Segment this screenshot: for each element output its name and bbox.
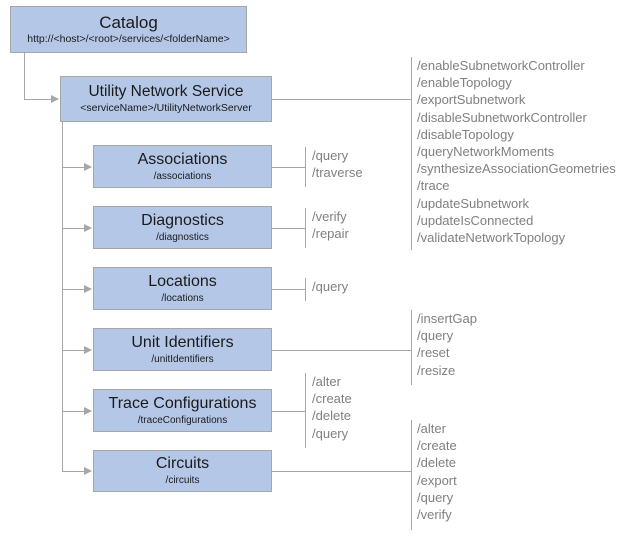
operation-item[interactable]: /enableSubnetworkController xyxy=(417,58,585,73)
operation-item[interactable]: /updateIsConnected xyxy=(417,212,534,228)
operation-item[interactable]: /insertGap xyxy=(417,311,477,326)
operation-bar-trace-configurations xyxy=(305,373,306,448)
operation-item[interactable]: /alter xyxy=(312,374,341,389)
operation-item[interactable]: /disableSubnetworkController xyxy=(417,109,587,125)
operations-list-trace-configurations[interactable]: /alter/create/delete/query xyxy=(312,373,352,442)
operation-item[interactable]: /exportSubnetwork xyxy=(417,92,526,108)
node-diagnostics[interactable]: Diagnostics /diagnostics xyxy=(93,206,272,249)
arrowhead-to-circuits xyxy=(84,466,92,475)
operation-item[interactable]: /create xyxy=(312,391,352,407)
node-circuits-path: /circuits xyxy=(165,475,200,486)
arrowhead-to-diagnostics xyxy=(84,223,92,232)
operation-item[interactable]: /trace xyxy=(417,178,450,194)
connector-locations-operations xyxy=(272,289,306,290)
node-trace-configurations-path: /traceConfigurations xyxy=(137,414,228,426)
node-unit-identifiers[interactable]: Unit Identifiers /unitIdentifiers xyxy=(93,328,272,371)
node-associations-title: Associations xyxy=(137,150,228,168)
connector-unit-identifiers-operations xyxy=(272,350,412,351)
operation-item[interactable]: /queryNetworkMoments xyxy=(417,144,555,160)
operations-list-associations[interactable]: /query/traverse xyxy=(312,147,363,181)
operation-item[interactable]: /updateSubnetwork xyxy=(417,195,530,211)
node-associations[interactable]: Associations /associations xyxy=(93,145,272,188)
operation-item[interactable]: /delete xyxy=(312,408,352,424)
operation-bar-locations xyxy=(305,278,306,301)
node-circuits[interactable]: Circuits /circuits xyxy=(93,450,272,492)
operations-list-locations[interactable]: /query xyxy=(312,278,348,295)
connector-trace-configurations-operations xyxy=(272,411,306,412)
connector-catalog-right xyxy=(24,99,52,100)
operation-item[interactable]: /query xyxy=(417,489,454,505)
operation-bar-unit-identifiers xyxy=(411,310,412,385)
node-unit-identifiers-title: Unit Identifiers xyxy=(131,333,234,351)
connector-service-operations xyxy=(272,99,412,100)
operation-bar-circuits xyxy=(411,420,412,530)
node-utility-network-service[interactable]: Utility Network Service <serviceName>/Ut… xyxy=(60,76,272,122)
operations-list-diagnostics[interactable]: /verify/repair xyxy=(312,208,349,242)
operation-item[interactable]: /repair xyxy=(312,226,349,242)
node-utility-network-service-title: Utility Network Service xyxy=(88,83,244,100)
arrowhead-to-associations xyxy=(84,162,92,171)
node-trace-configurations-title: Trace Configurations xyxy=(108,394,257,412)
connector-circuits-operations xyxy=(272,471,412,472)
connector-to-circuits xyxy=(62,471,85,472)
node-catalog[interactable]: Catalog http://<host>/<root>/services/<f… xyxy=(10,6,247,53)
node-catalog-title: Catalog xyxy=(99,12,158,32)
node-associations-path: /associations xyxy=(153,170,212,182)
operations-list-circuits[interactable]: /alter/create/delete/export/query/verify xyxy=(417,420,457,523)
operation-item[interactable]: /validateNetworkTopology xyxy=(417,230,566,246)
connector-to-locations xyxy=(62,289,85,290)
connector-service-trunk xyxy=(62,122,63,471)
operation-bar-service xyxy=(411,57,412,250)
operation-item[interactable]: /delete xyxy=(417,455,457,471)
operation-item[interactable]: /query xyxy=(312,148,349,163)
arrowhead-to-locations xyxy=(84,284,92,293)
connector-to-unit-identifiers xyxy=(62,350,85,351)
operation-item[interactable]: /resize xyxy=(417,362,456,378)
node-trace-configurations[interactable]: Trace Configurations /traceConfiguration… xyxy=(93,389,272,432)
operation-item[interactable]: /alter xyxy=(417,421,446,436)
operation-item[interactable]: /synthesizeAssociationGeometries xyxy=(417,161,616,177)
arrowhead-to-service xyxy=(51,94,59,103)
arrowhead-to-unit-identifiers xyxy=(84,345,92,354)
node-locations-title: Locations xyxy=(148,272,217,290)
operation-item[interactable]: /export xyxy=(417,472,457,488)
node-catalog-path: http://<host>/<root>/services/<folderNam… xyxy=(27,32,230,45)
operation-item[interactable]: /traverse xyxy=(312,165,363,181)
connector-catalog-down xyxy=(24,53,25,99)
operations-list-unit-identifiers[interactable]: /insertGap/query/reset/resize xyxy=(417,310,477,379)
operation-item[interactable]: /verify xyxy=(417,507,452,523)
operation-item[interactable]: /create xyxy=(417,438,457,454)
operation-item[interactable]: /query xyxy=(417,328,454,344)
connector-diagnostics-operations xyxy=(272,228,306,229)
node-locations-path: /locations xyxy=(161,292,204,304)
operations-list-service[interactable]: /enableSubnetworkController/enableTopolo… xyxy=(417,57,616,246)
node-diagnostics-path: /diagnostics xyxy=(156,231,209,243)
node-utility-network-service-path: <serviceName>/UtilityNetworkServer xyxy=(80,102,252,114)
operation-bar-diagnostics xyxy=(305,208,306,248)
operation-item[interactable]: /verify xyxy=(312,209,347,224)
operation-item[interactable]: /enableTopology xyxy=(417,75,512,91)
arrowhead-to-trace-configurations xyxy=(84,406,92,415)
node-unit-identifiers-path: /unitIdentifiers xyxy=(151,353,214,365)
node-locations[interactable]: Locations /locations xyxy=(93,267,272,310)
operation-item[interactable]: /query xyxy=(312,279,349,294)
operation-item[interactable]: /reset xyxy=(417,345,450,361)
connector-to-trace-configurations xyxy=(62,411,85,412)
node-circuits-title: Circuits xyxy=(155,455,210,472)
connector-to-associations xyxy=(62,167,85,168)
node-diagnostics-title: Diagnostics xyxy=(141,211,224,229)
connector-associations-operations xyxy=(272,167,306,168)
connector-to-diagnostics xyxy=(62,228,85,229)
operation-bar-associations xyxy=(305,147,306,187)
operation-item[interactable]: /query xyxy=(312,425,349,441)
operation-item[interactable]: /disableTopology xyxy=(417,126,514,142)
